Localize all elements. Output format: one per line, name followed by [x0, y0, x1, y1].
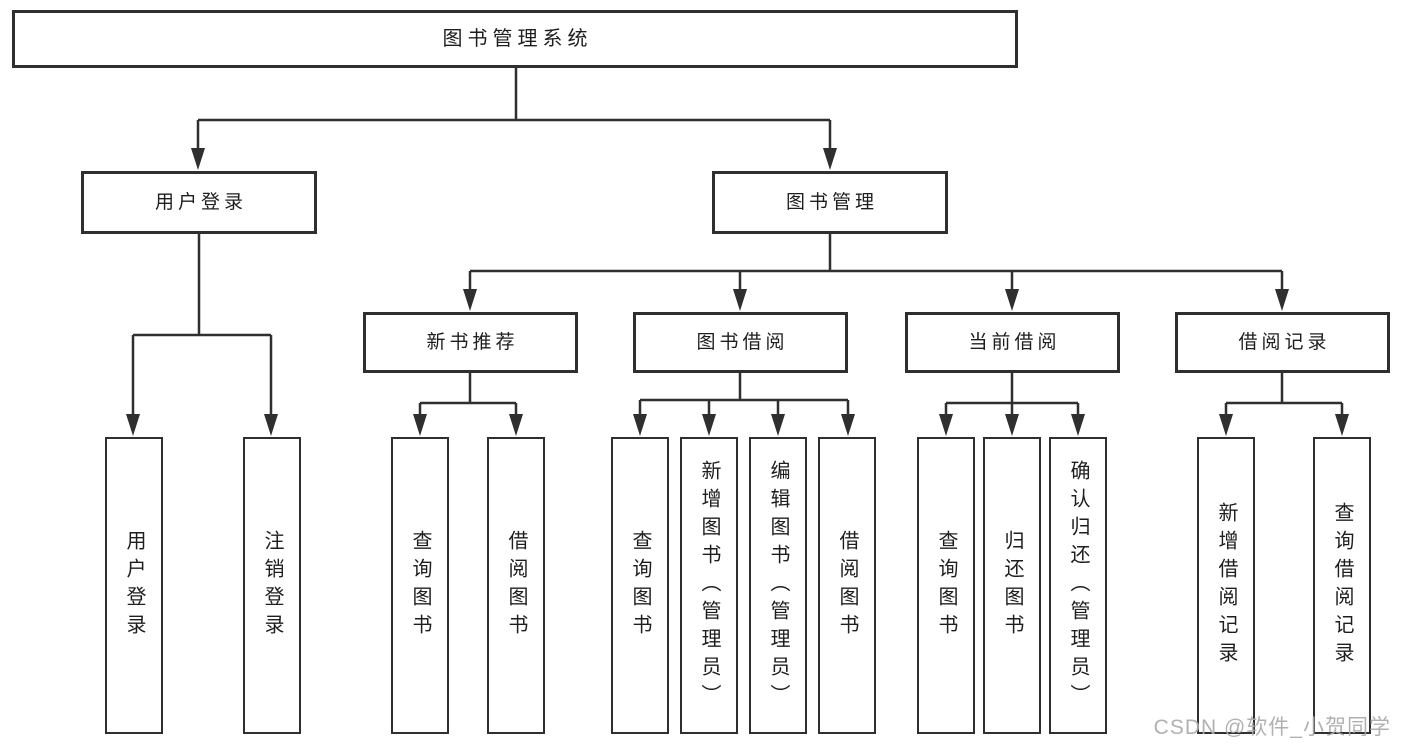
leaf-query-borrow-record: 查询借阅记录: [1313, 437, 1371, 734]
leaf-confirm-return-admin: 确认归还（管理员）: [1049, 437, 1107, 734]
leaf-add-book-admin: 新增图书（管理员）: [680, 437, 738, 734]
leaf-edit-book-admin: 编辑图书（管理员）: [749, 437, 807, 734]
leaf-add-borrow-record: 新增借阅记录: [1197, 437, 1255, 734]
leaf-user-login: 用户登录: [105, 437, 163, 734]
leaf-logout: 注销登录: [243, 437, 301, 734]
leaf-borrow-books-recommend: 借阅图书: [487, 437, 545, 734]
node-book-borrowing: 图书借阅: [633, 312, 848, 373]
leaf-return-book: 归还图书: [983, 437, 1041, 734]
node-new-book-recommendation: 新书推荐: [363, 312, 578, 373]
leaf-borrow-books: 借阅图书: [818, 437, 876, 734]
node-library-management-system: 图书管理系统: [12, 10, 1018, 68]
leaf-query-books-borrow: 查询图书: [611, 437, 669, 734]
csdn-watermark: CSDN @软件_小贺同学: [1153, 716, 1391, 739]
node-borrowing-records: 借阅记录: [1175, 312, 1390, 373]
leaf-query-books-recommend: 查询图书: [391, 437, 449, 734]
node-current-borrowing: 当前借阅: [905, 312, 1120, 373]
leaf-query-books-current: 查询图书: [917, 437, 975, 734]
node-user-login: 用户登录: [81, 171, 317, 234]
node-book-management: 图书管理: [712, 171, 948, 234]
